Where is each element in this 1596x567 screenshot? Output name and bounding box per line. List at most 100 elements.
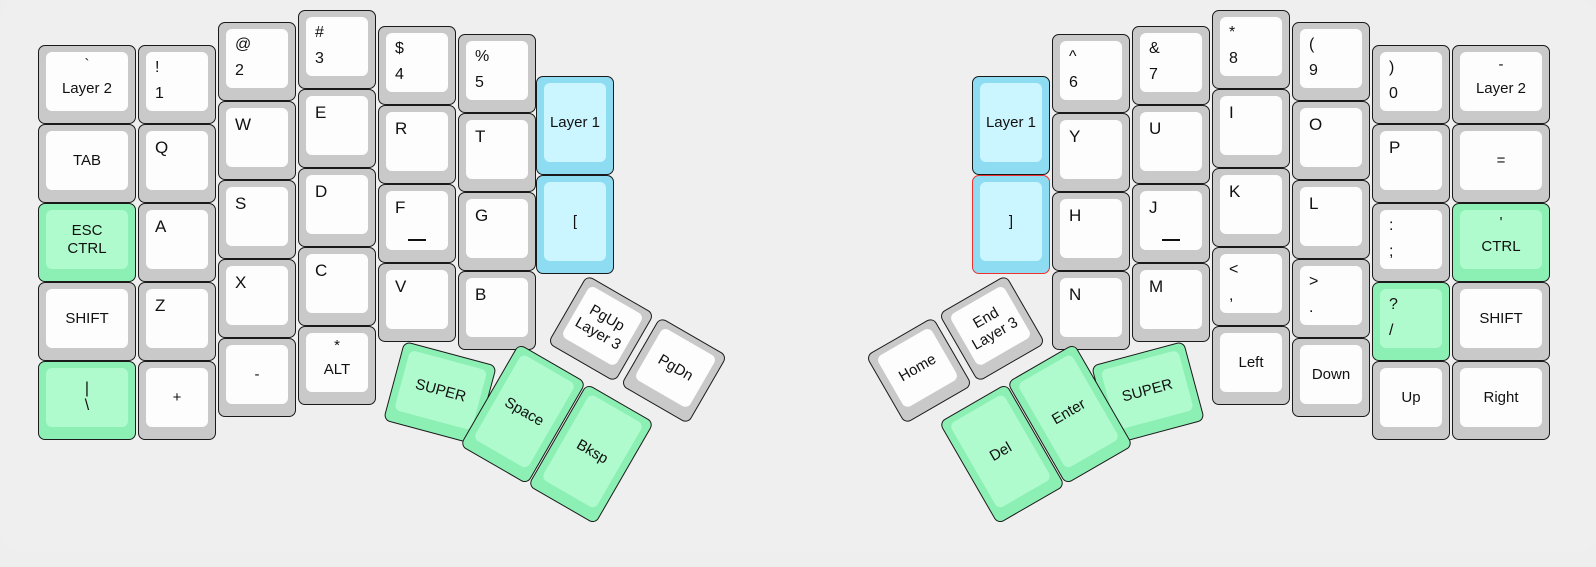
key-shift-legend: % xyxy=(475,48,490,65)
key-s[interactable]: S xyxy=(218,180,296,259)
key-a[interactable]: A xyxy=(138,203,216,282)
key-semicolon-colon[interactable]: :; xyxy=(1372,203,1450,282)
key-z[interactable]: Z xyxy=(138,282,216,361)
key-cap: F xyxy=(386,191,448,250)
key-cap: 'CTRL xyxy=(1460,210,1542,269)
key-u[interactable]: U xyxy=(1132,105,1210,184)
key-cap: )0 xyxy=(1380,52,1442,111)
key-m[interactable]: M xyxy=(1132,263,1210,342)
key-cap: ^6 xyxy=(1060,41,1122,100)
key-3-hash[interactable]: #3 xyxy=(298,10,376,89)
key-legend: [ xyxy=(572,213,578,230)
key-down-arrow[interactable]: Down xyxy=(1292,338,1370,417)
key-f[interactable]: F xyxy=(378,184,456,263)
key-y[interactable]: Y xyxy=(1052,113,1130,192)
key-cap: D xyxy=(306,175,368,234)
key-ctrl-quote[interactable]: 'CTRL xyxy=(1452,203,1550,282)
key-equals[interactable]: = xyxy=(1452,124,1550,203)
key-layer2-grave[interactable]: `Layer 2 xyxy=(38,45,136,124)
key-h[interactable]: H xyxy=(1052,192,1130,271)
key-comma-less[interactable]: <, xyxy=(1212,247,1290,326)
key-cap: Up xyxy=(1380,368,1442,427)
key-up-arrow[interactable]: Up xyxy=(1372,361,1450,440)
key-legend: + xyxy=(172,389,182,406)
key-d[interactable]: D xyxy=(298,168,376,247)
key-layer2-minus[interactable]: -Layer 2 xyxy=(1452,45,1550,124)
key-legend: Y xyxy=(1069,127,1081,146)
key-cap: J xyxy=(1140,191,1202,250)
key-i[interactable]: I xyxy=(1212,89,1290,168)
key-pipe-backslash[interactable]: |\ xyxy=(38,361,136,440)
key-cap: I xyxy=(1220,96,1282,155)
key-legend: - xyxy=(254,366,260,383)
key-l[interactable]: L xyxy=(1292,180,1370,259)
key-shift-left[interactable]: SHIFT xyxy=(38,282,136,361)
key-layer1-left[interactable]: Layer 1 xyxy=(536,76,614,175)
key-legend: K xyxy=(1229,182,1241,201)
key-v[interactable]: V xyxy=(378,263,456,342)
key-legend: A xyxy=(155,217,167,236)
key-2-at[interactable]: @2 xyxy=(218,22,296,101)
key-shift-legend: @ xyxy=(235,36,252,53)
key-bracket-right[interactable]: ] xyxy=(972,175,1050,274)
key-top-legend: - xyxy=(1498,56,1504,73)
key-k[interactable]: K xyxy=(1212,168,1290,247)
key-cap: <, xyxy=(1220,254,1282,313)
key-legend: SHIFT xyxy=(65,310,109,327)
key-cap: H xyxy=(1060,199,1122,258)
key-cap: C xyxy=(306,254,368,313)
key-6-caret[interactable]: ^6 xyxy=(1052,34,1130,113)
key-c[interactable]: C xyxy=(298,247,376,326)
key-right-arrow[interactable]: Right xyxy=(1452,361,1550,440)
key-legend: D xyxy=(315,182,328,201)
key-p[interactable]: P xyxy=(1372,124,1450,203)
key-legend: Right xyxy=(1483,389,1519,406)
key-7-ampersand[interactable]: &7 xyxy=(1132,26,1210,105)
key-cap: SUPER xyxy=(394,349,488,431)
key-e[interactable]: E xyxy=(298,89,376,168)
key-bracket-left[interactable]: [ xyxy=(536,175,614,274)
key-cap: M xyxy=(1140,270,1202,329)
key-t[interactable]: T xyxy=(458,113,536,192)
key-shift-right[interactable]: SHIFT xyxy=(1452,282,1550,361)
key-legend: I xyxy=(1229,103,1234,122)
key-4-dollar[interactable]: $4 xyxy=(378,26,456,105)
key-o[interactable]: O xyxy=(1292,101,1370,180)
key-8-asterisk[interactable]: *8 xyxy=(1212,10,1290,89)
key-plus[interactable]: + xyxy=(138,361,216,440)
key-cap: T xyxy=(466,120,528,179)
key-cap: Layer 1 xyxy=(544,83,606,162)
key-legend: P xyxy=(1389,138,1401,157)
key-x[interactable]: X xyxy=(218,259,296,338)
key-alt-asterisk[interactable]: *ALT xyxy=(298,326,376,405)
key-1-exclaim[interactable]: !1 xyxy=(138,45,216,124)
key-5-percent[interactable]: %5 xyxy=(458,34,536,113)
key-base-legend: 4 xyxy=(395,66,404,83)
key-n[interactable]: N xyxy=(1052,271,1130,350)
key-cap: S xyxy=(226,187,288,246)
key-cap: #3 xyxy=(306,17,368,76)
key-legend: T xyxy=(475,127,486,146)
key-r[interactable]: R xyxy=(378,105,456,184)
key-q[interactable]: Q xyxy=(138,124,216,203)
key-9-paren-open[interactable]: (9 xyxy=(1292,22,1370,101)
key-cap: L xyxy=(1300,187,1362,246)
key-slash-question[interactable]: ?/ xyxy=(1372,282,1450,361)
key-base-legend: 8 xyxy=(1229,50,1238,67)
key-tab[interactable]: TAB xyxy=(38,124,136,203)
key-cap: - xyxy=(226,345,288,404)
key-shift-legend: ! xyxy=(155,59,160,76)
key-g[interactable]: G xyxy=(458,192,536,271)
key-layer1-right[interactable]: Layer 1 xyxy=(972,76,1050,175)
key-0-paren-close[interactable]: )0 xyxy=(1372,45,1450,124)
key-period-greater[interactable]: >. xyxy=(1292,259,1370,338)
key-cap: W xyxy=(226,108,288,167)
key-left-arrow[interactable]: Left xyxy=(1212,326,1290,405)
key-minus[interactable]: - xyxy=(218,338,296,417)
key-legend: E xyxy=(315,103,327,122)
key-b[interactable]: B xyxy=(458,271,536,350)
key-j[interactable]: J xyxy=(1132,184,1210,263)
key-w[interactable]: W xyxy=(218,101,296,180)
key-legend: Q xyxy=(155,138,169,157)
